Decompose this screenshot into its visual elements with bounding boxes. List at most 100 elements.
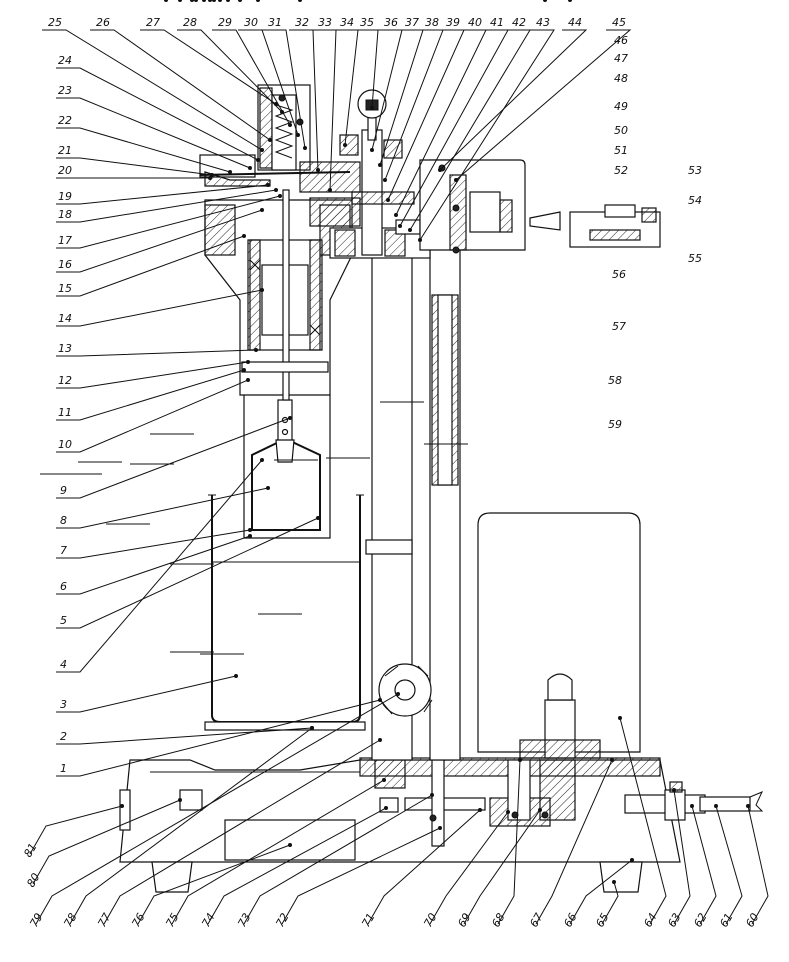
left-callouts: 24 23 22 21 20 19 18 17 16 15 14 13 12 1… (58, 54, 72, 775)
callout-52: 52 (614, 164, 628, 177)
leader-line (212, 29, 291, 126)
leader-dot (246, 360, 250, 364)
leader-line (384, 29, 444, 181)
callout-67: 67 (527, 911, 545, 930)
callout-63: 63 (665, 911, 683, 930)
callout-73: 73 (235, 911, 253, 930)
callout-45: 45 (612, 16, 626, 29)
callout-14: 14 (58, 312, 72, 325)
leader-dot (274, 188, 278, 192)
leader-line (56, 289, 263, 327)
leader-line (569, 859, 633, 925)
callout-7: 7 (60, 544, 67, 557)
leader-line (262, 29, 306, 149)
callout-41: 41 (490, 16, 504, 29)
leader-dot (266, 183, 270, 187)
leader-lines (29, 0, 769, 925)
leader-dot (690, 804, 694, 808)
leader-dot (178, 0, 182, 2)
callout-1: 1 (60, 762, 67, 775)
leader-dot (178, 798, 182, 802)
callout-42: 42 (512, 16, 526, 29)
callout-49: 49 (614, 100, 628, 113)
leader-dot (343, 143, 347, 147)
leader-line (56, 209, 263, 273)
callout-55: 55 (688, 252, 702, 265)
leader-line (42, 29, 263, 151)
leader-dot (438, 168, 442, 172)
callout-6: 6 (60, 580, 67, 593)
leader-line (56, 195, 281, 249)
leader-dot (242, 368, 246, 372)
leader-line (56, 517, 319, 629)
callout-26: 26 (96, 16, 110, 29)
callout-40: 40 (468, 16, 482, 29)
callout-37: 37 (405, 16, 419, 29)
callout-72: 72 (273, 911, 291, 930)
leader-line (56, 699, 381, 777)
callout-22: 22 (58, 114, 72, 127)
leader-line (103, 739, 381, 925)
leader-dot (384, 806, 388, 810)
callout-2: 2 (60, 730, 67, 743)
callout-70: 70 (421, 911, 439, 930)
callout-8: 8 (60, 514, 67, 527)
callout-13: 13 (58, 342, 72, 355)
leader-line (535, 759, 613, 925)
callout-24: 24 (58, 54, 72, 67)
leader-dot (288, 123, 292, 127)
leader-line (715, 805, 743, 925)
callout-79: 79 (27, 911, 45, 930)
leader-dot (454, 178, 458, 182)
callout-43: 43 (536, 16, 550, 29)
leader-line (419, 29, 555, 241)
callout-50: 50 (614, 124, 628, 137)
callout-5: 5 (60, 614, 67, 627)
callout-58: 58 (608, 374, 622, 387)
leader-line (619, 717, 667, 925)
leader-dot (278, 194, 282, 198)
leader-dot (310, 726, 314, 730)
leader-line (56, 379, 249, 453)
leader-dot (218, 0, 222, 2)
leader-line (56, 127, 231, 173)
leader-dot (303, 146, 307, 150)
leader-line (56, 361, 249, 389)
callout-25: 25 (48, 16, 62, 29)
leader-line (90, 29, 271, 141)
leader-line (673, 789, 691, 925)
leader-line (56, 675, 237, 713)
callout-61: 61 (717, 911, 735, 930)
leader-line (334, 29, 359, 146)
callout-35: 35 (360, 16, 374, 29)
leader-line (463, 809, 541, 925)
leader-dot (246, 378, 250, 382)
callout-21: 21 (58, 144, 72, 157)
callout-47: 47 (614, 52, 628, 65)
leader-line (56, 235, 245, 297)
leader-dot (328, 188, 332, 192)
leader-line (69, 727, 313, 925)
leader-dot (288, 843, 292, 847)
callout-69: 69 (455, 911, 473, 930)
leader-dot (506, 810, 510, 814)
callout-44: 44 (568, 16, 582, 29)
callout-65: 65 (593, 911, 611, 930)
leader-dot (228, 170, 232, 174)
leader-line (56, 417, 291, 499)
leader-line (367, 809, 481, 925)
leader-dot (394, 213, 398, 217)
leader-dot (478, 808, 482, 812)
machine-body (119, 84, 764, 893)
leader-dot (370, 148, 374, 152)
callout-10: 10 (58, 438, 72, 451)
leader-dot (408, 228, 412, 232)
callout-71: 71 (359, 911, 377, 930)
leader-line (429, 811, 509, 925)
leader-dot (383, 178, 387, 182)
callout-56: 56 (612, 268, 626, 281)
leader-dot (266, 486, 270, 490)
leader-line (56, 529, 251, 559)
leader-dot (630, 858, 634, 862)
